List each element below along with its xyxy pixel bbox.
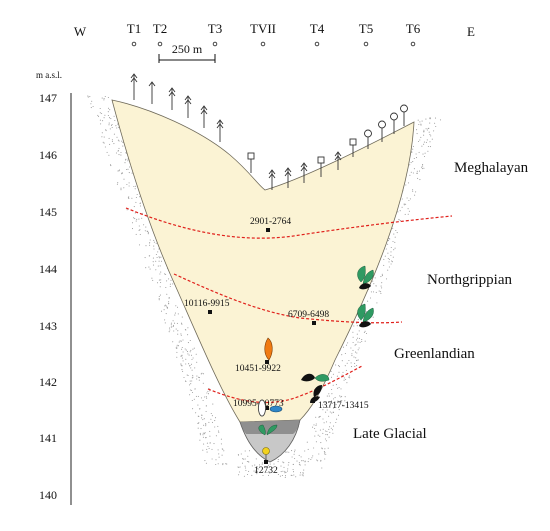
elevation-tick-140: 140 <box>39 488 57 502</box>
transect-labels: T1 T2 T3 TVII T4 T5 T6 <box>127 21 421 36</box>
transect-marker-t1 <box>131 41 137 47</box>
sample-marker <box>266 228 270 232</box>
transect-marker-tvii <box>260 41 266 47</box>
boundary-meghalayan-northgrippian <box>125 207 453 239</box>
pollen-capsule-icon <box>257 399 267 417</box>
sample-marker <box>312 321 316 325</box>
transect-marker-t6 <box>410 41 416 47</box>
elevation-tick-145: 145 <box>39 205 57 219</box>
period-label-meghalayan: Meghalayan <box>454 160 529 176</box>
scale-bar-label: 250 m <box>172 42 203 56</box>
leaf-pair-icon <box>258 424 278 436</box>
transect-markers <box>131 41 416 47</box>
elevation-tick-141: 141 <box>39 431 57 445</box>
sample-marker <box>264 460 268 464</box>
leaf-pair-icon <box>357 265 374 290</box>
period-label-northgrippian: Northgrippian <box>427 272 512 288</box>
sample-marker <box>265 406 269 410</box>
scale-bar <box>158 54 216 63</box>
transect-label-t4: T4 <box>310 21 325 36</box>
transect-label-t5: T5 <box>359 21 373 36</box>
boundary-northgrippian-greenlandian <box>173 273 403 324</box>
elevation-tick-147: 147 <box>39 91 57 105</box>
pollen-pin-icon <box>262 447 270 460</box>
period-label-late-glacial: Late Glacial <box>353 426 427 442</box>
seed-icon-orange <box>264 337 273 361</box>
date-label-13717-13415: 13717-13415 <box>318 401 369 411</box>
transect-label-t6: T6 <box>406 21 421 36</box>
transect-label-t3: T3 <box>208 21 222 36</box>
sample-marker <box>208 310 212 314</box>
leaf-pair-icon <box>301 373 330 382</box>
date-label-10451-9922: 10451-9922 <box>235 364 281 374</box>
elevation-tick-labels: 147 146 145 144 143 142 141 140 <box>39 91 57 502</box>
basin-bottom-line <box>239 419 301 463</box>
seed-icon-blue <box>269 405 283 413</box>
elevation-tick-144: 144 <box>39 262 57 276</box>
basin-fill-lateglacial-dark <box>240 420 300 434</box>
period-boundaries <box>125 207 453 404</box>
date-label-12732: 12732 <box>254 466 278 476</box>
transect-marker-t5 <box>363 41 369 47</box>
elevation-tick-142: 142 <box>39 375 57 389</box>
transect-label-t2: T2 <box>153 21 167 36</box>
date-label-10116-9915: 10116-9915 <box>184 299 230 309</box>
transect-label-t1: T1 <box>127 21 141 36</box>
east-label: E <box>467 24 475 39</box>
basin-fill-holocene <box>111 99 415 423</box>
period-label-greenlandian: Greenlandian <box>394 346 475 362</box>
elevation-tick-146: 146 <box>39 148 57 162</box>
transect-marker-t2 <box>157 41 163 47</box>
date-label-6709-6498: 6709-6498 <box>288 310 329 320</box>
sample-marker <box>265 360 269 364</box>
west-label: W <box>74 24 87 39</box>
leaf-pair-icon <box>310 385 322 403</box>
transect-marker-t4 <box>314 41 320 47</box>
elevation-tick-143: 143 <box>39 319 57 333</box>
transect-marker-t3 <box>212 41 218 47</box>
leaf-pair-icon <box>357 303 374 328</box>
date-label-2901-2764: 2901-2764 <box>250 217 291 227</box>
transect-label-tvii: TVII <box>250 21 276 36</box>
elevation-unit-label: m a.s.l. <box>36 70 62 80</box>
surface-vegetation-symbols <box>130 73 408 190</box>
